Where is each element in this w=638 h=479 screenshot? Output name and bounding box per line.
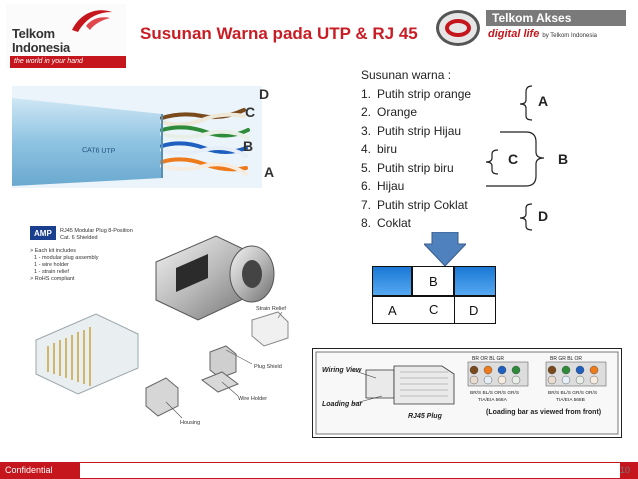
cable-print: CAT6 UTP	[82, 147, 116, 155]
callout-housing: Housing	[180, 420, 200, 426]
list-item: 5.Putih strip biru	[361, 160, 454, 175]
list-item: 2.Orange	[361, 105, 418, 119]
right-bottom: BR/S BL/S GR/S OR/S	[548, 390, 597, 396]
group-label-c: C	[508, 151, 519, 167]
slide-title: Susunan Warna pada UTP & RJ 45	[140, 24, 418, 43]
group-label-a: A	[538, 93, 549, 109]
jack-label-d: D	[469, 303, 479, 318]
telkom-akses-logo: Telkom Akses digital life by Telkom Indo…	[436, 8, 626, 52]
telkom-swoosh-icon	[72, 10, 112, 32]
group-label-d: D	[538, 208, 549, 224]
down-arrow-icon	[424, 232, 466, 266]
kit-item: 1 - strain relief	[34, 269, 69, 275]
jack-label-a: A	[388, 303, 397, 318]
utp-cable-photo: CAT6 UTP	[12, 86, 262, 188]
rj45-plug-photo: AMP RJ45 Modular Plug 8-Position Cat. 6 …	[26, 222, 306, 432]
kit-item: 1 - wire holder	[34, 262, 69, 268]
amp-logo-icon	[30, 226, 56, 240]
footer-strip	[80, 463, 620, 478]
right-std: TIA/EIA 568B	[556, 397, 585, 403]
group-brackets	[486, 85, 545, 231]
color-list-heading: Susunan warna :	[361, 68, 452, 82]
telkom-indonesia-logo: Telkom Indonesia the world in your hand	[6, 4, 126, 68]
cable-label-d: D	[259, 86, 270, 102]
callout-plug-shield: Plug Shield	[254, 364, 282, 370]
left-bottom: BR/S BL/S OR/S GR/S	[470, 390, 519, 396]
rj45-plug-label: RJ45 Plug	[408, 413, 443, 420]
list-item: 3.Putih strip Hijau	[361, 123, 462, 138]
rj45-wiring-diagram: Wiring View Loading bar RJ45 Plug BR OR …	[312, 348, 622, 438]
group-label-b: B	[558, 151, 569, 167]
plug-title: RJ45 Modular Plug 8-Position	[60, 228, 133, 234]
cable-label-b: B	[243, 138, 254, 154]
footer-confidential: Confidential	[0, 462, 80, 479]
cable-label-a: A	[264, 164, 275, 180]
kit-item: 1 - modular plug assembly	[34, 255, 99, 261]
akses-circle-icon	[436, 10, 480, 46]
list-item: 6.Hijau	[361, 179, 405, 193]
telkom-tagline: the world in your hand	[10, 56, 126, 68]
color-order-list: Susunan warna : 1.Putih strip orange 2.O…	[361, 66, 471, 233]
telkom-wordmark-line2: Indonesia	[12, 40, 70, 55]
list-item: 8.Coklat	[361, 216, 412, 230]
amp-brand: AMP	[34, 229, 52, 238]
akses-by-text: by Telkom Indonesia	[542, 33, 597, 39]
jack-slot-middle	[412, 266, 454, 296]
callout-strain-relief: Strain Relief	[256, 306, 286, 312]
jack-slot-right	[454, 266, 496, 296]
wiring-view-label: Wiring View	[322, 367, 362, 374]
wiring-caption: (Loading bar as viewed from front)	[486, 409, 601, 416]
plug-subtitle: Cat. 6 Shielded	[60, 235, 98, 241]
akses-tagline: digital life by Telkom Indonesia	[488, 28, 597, 40]
callout-wire-holder: Wire Holder	[238, 396, 267, 402]
left-std: TIA/EIA 568A	[478, 397, 508, 403]
left-header: BR OR BL GR	[472, 356, 504, 362]
akses-tagline-text: digital life	[488, 28, 540, 40]
jack-slot-left	[372, 266, 412, 296]
list-item: 7.Putih strip Coklat	[361, 197, 468, 212]
kit-heading: > Each kit includes	[30, 248, 76, 254]
jack-label-c: C	[429, 302, 439, 317]
akses-name: Telkom Akses	[486, 10, 626, 26]
loading-bar-label: Loading bar	[322, 401, 363, 408]
rj45-jack-diagram: B A C D	[372, 266, 496, 326]
kit-item: > RoHS compliant	[30, 276, 75, 282]
telkom-wordmark-line1: Telkom	[12, 26, 55, 41]
right-header: BR GR BL OR	[550, 356, 582, 362]
list-item: 1.Putih strip orange	[361, 86, 472, 101]
jack-label-b: B	[429, 274, 438, 289]
list-item: 4.biru	[361, 142, 398, 156]
cable-label-c: C	[245, 104, 256, 120]
page-number: 10	[619, 465, 630, 475]
